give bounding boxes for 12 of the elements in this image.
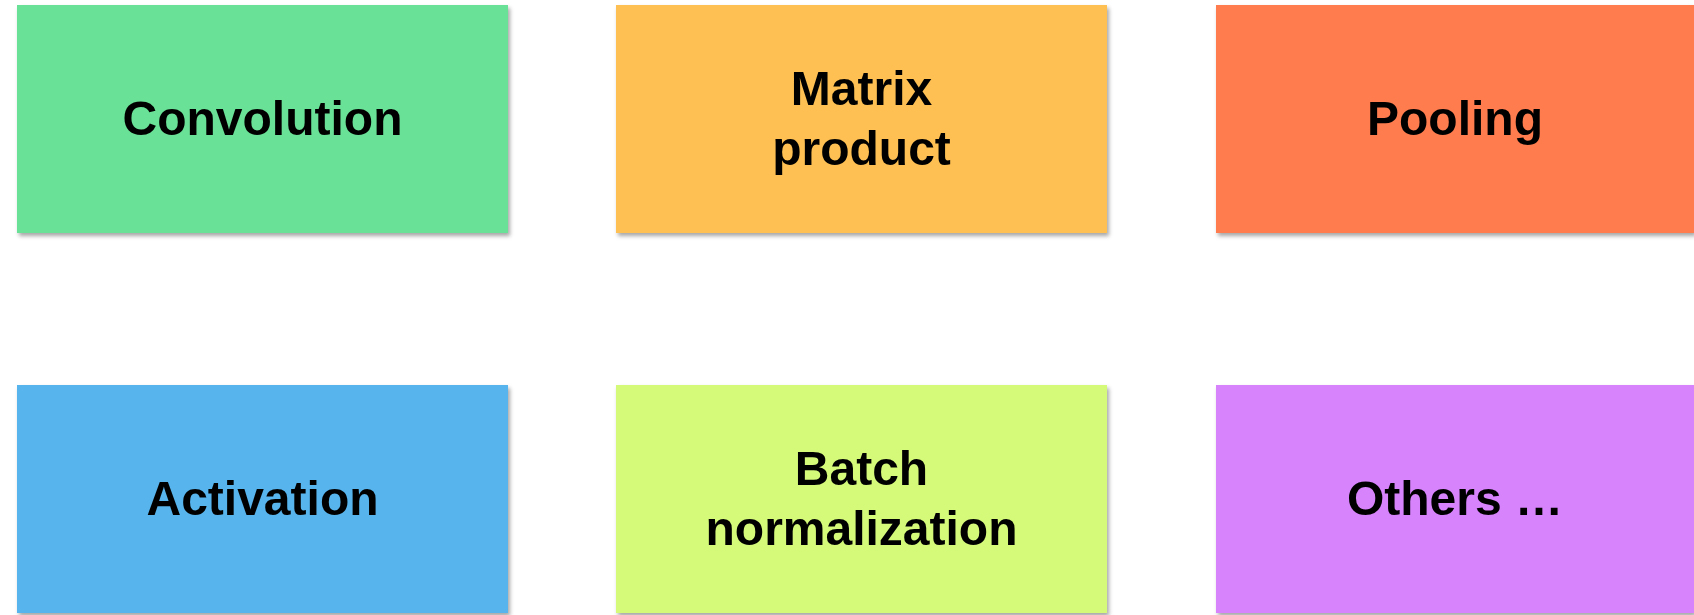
operation-box — [616, 5, 1107, 233]
operation-label: Activation — [146, 471, 379, 527]
operation-label: Convolution — [122, 91, 403, 147]
operation-box — [616, 385, 1107, 613]
operation-label: Matrix product — [771, 61, 952, 177]
operation-box — [1216, 385, 1694, 613]
operation-box — [1216, 5, 1694, 233]
operation-label: Batch normalization — [704, 441, 1019, 557]
operation-label: Pooling — [1367, 91, 1543, 147]
operation-box — [17, 5, 508, 233]
operation-box — [17, 385, 508, 613]
operation-label: Others … — [1346, 471, 1563, 527]
